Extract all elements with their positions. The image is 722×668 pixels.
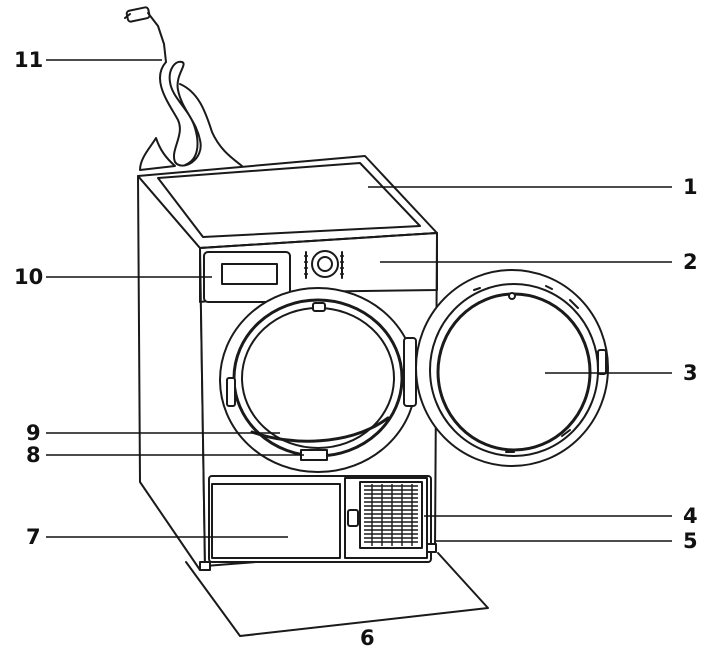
label-5: 5 — [683, 529, 698, 553]
label-9: 9 — [26, 421, 41, 445]
program-knob — [304, 250, 344, 279]
leader-lines — [46, 59, 672, 542]
label-3: 3 — [683, 361, 698, 385]
air-vent-grille — [344, 477, 428, 559]
door-opening — [219, 287, 417, 473]
top-cover — [157, 162, 421, 238]
fluff-filter — [250, 416, 390, 443]
label-4: 4 — [683, 504, 698, 528]
power-cable — [124, 6, 243, 171]
loading-door — [403, 269, 609, 467]
control-panel — [199, 232, 438, 303]
label-6: 6 — [360, 626, 375, 650]
label-1: 1 — [683, 175, 698, 199]
label-8: 8 — [26, 443, 41, 467]
label-7: 7 — [26, 525, 41, 549]
type-label — [300, 449, 328, 461]
floor-plate — [185, 552, 489, 637]
label-11: 11 — [14, 48, 43, 72]
label-10: 10 — [14, 265, 43, 289]
label-2: 2 — [683, 250, 698, 274]
filter-cover — [211, 483, 341, 559]
adjustable-feet — [199, 543, 437, 571]
callout-numbers: 11 1 2 10 3 9 8 4 7 5 6 — [14, 48, 698, 650]
water-tank — [203, 251, 291, 303]
dryer-body — [137, 155, 438, 571]
